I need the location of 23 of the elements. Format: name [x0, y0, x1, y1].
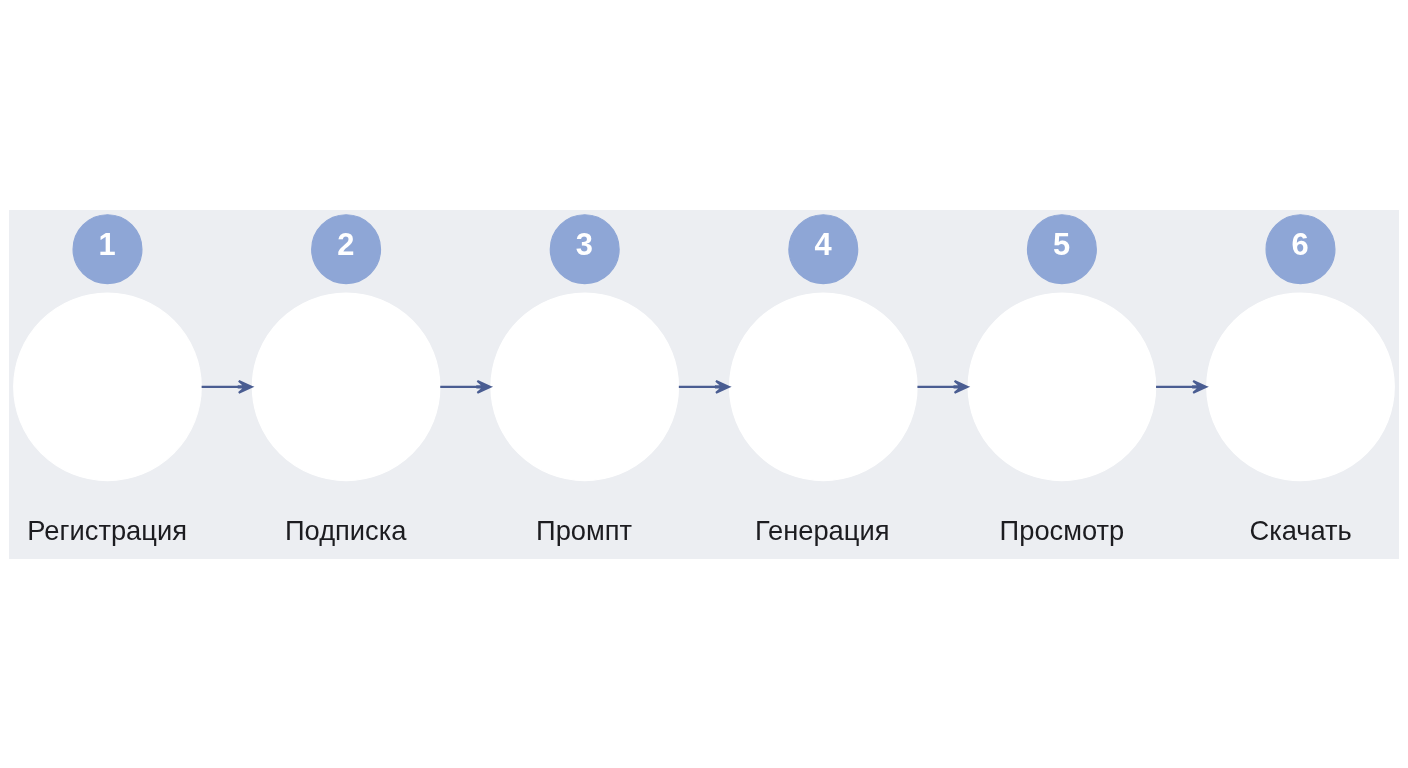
node-circle: 3: [549, 213, 620, 284]
arrow: [678, 379, 731, 394]
node-label: Генерация: [755, 514, 890, 546]
node-circle: [490, 292, 680, 481]
node-circle: [13, 292, 202, 481]
arrow: [440, 379, 492, 394]
node-circle: [728, 292, 918, 481]
node-circle: 5: [1026, 213, 1097, 284]
node-circle: 6: [1265, 213, 1336, 284]
node-circle: 4: [788, 213, 859, 284]
node-circle: 1: [72, 213, 143, 284]
node-label: Просмотр: [999, 514, 1125, 546]
node-circle: 2: [311, 213, 382, 284]
node-label: Регистрация: [27, 514, 187, 546]
arrow: [917, 379, 969, 394]
arrow: [1156, 379, 1208, 394]
node-circle: [967, 292, 1157, 481]
node-circle: [251, 292, 441, 481]
arrow: [201, 379, 253, 394]
node-label: Скачать: [1249, 514, 1352, 546]
node-label: Промпт: [536, 514, 633, 546]
node-label: Подписка: [284, 514, 407, 546]
node-circle: [1206, 292, 1395, 481]
